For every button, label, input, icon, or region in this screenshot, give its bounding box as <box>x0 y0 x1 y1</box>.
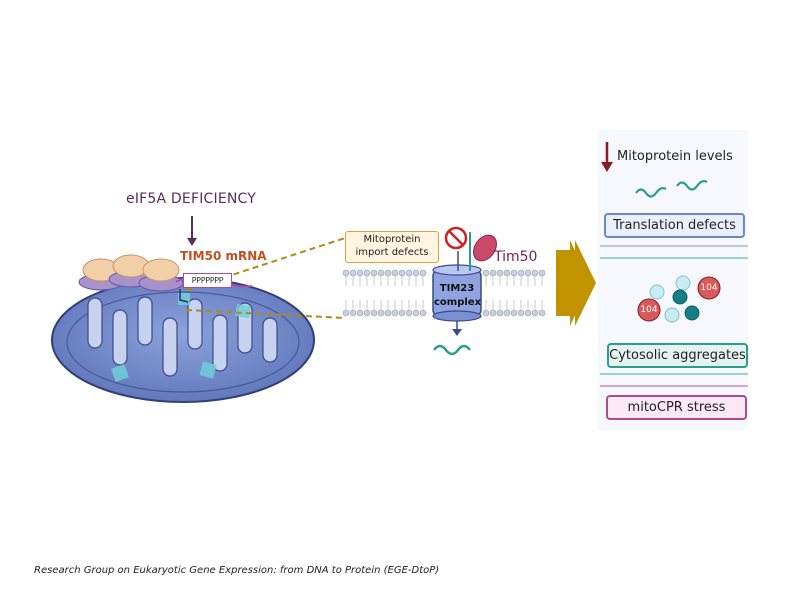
protein-strand-2 <box>676 180 708 191</box>
unimported-protein <box>433 344 471 356</box>
outcome-arrow-body <box>556 240 596 326</box>
translation-defects-box: Translation defects <box>604 213 745 238</box>
mitochondrion <box>51 277 315 403</box>
aggregates <box>637 275 721 323</box>
deficiency-arrow <box>187 216 197 246</box>
tim50-label: Tim50 <box>494 249 538 265</box>
cytosolic-aggregates-box: Cytosolic aggregates <box>607 343 748 368</box>
polyproline-label: PPPPPPP <box>183 273 232 288</box>
import-complexes <box>111 293 251 382</box>
tim23-label: TIM23 complex <box>434 283 482 308</box>
mitocpr-stress-box: mitoCPR stress <box>606 395 747 420</box>
import-defects-label: Mitoprotein import defects <box>345 231 439 263</box>
membrane-bilayer <box>342 269 546 317</box>
outcomes-panel-bg <box>598 130 748 430</box>
decrease-arrow-icon <box>601 142 613 172</box>
nascent-chain <box>179 289 189 303</box>
ribosomes <box>78 254 184 292</box>
footer-credit: Research Group on Eukaryotic Gene Expres… <box>34 565 440 576</box>
zoom-lines <box>185 237 346 319</box>
mitoprotein-levels-label: Mitoprotein levels <box>617 149 733 164</box>
deficiency-label: eIF5A DEFICIENCY <box>126 191 257 207</box>
tim50-protein <box>469 232 497 271</box>
aggregate-number-label-2: 104 <box>640 305 658 315</box>
protein-strand-1 <box>635 187 667 198</box>
tim23-complex <box>432 264 482 322</box>
blocked-import-icon <box>444 226 468 271</box>
aggregate-number-label-1: 104 <box>700 283 718 293</box>
mrna-label: TIM50 mRNA <box>180 249 267 263</box>
import-arrow <box>452 321 462 336</box>
